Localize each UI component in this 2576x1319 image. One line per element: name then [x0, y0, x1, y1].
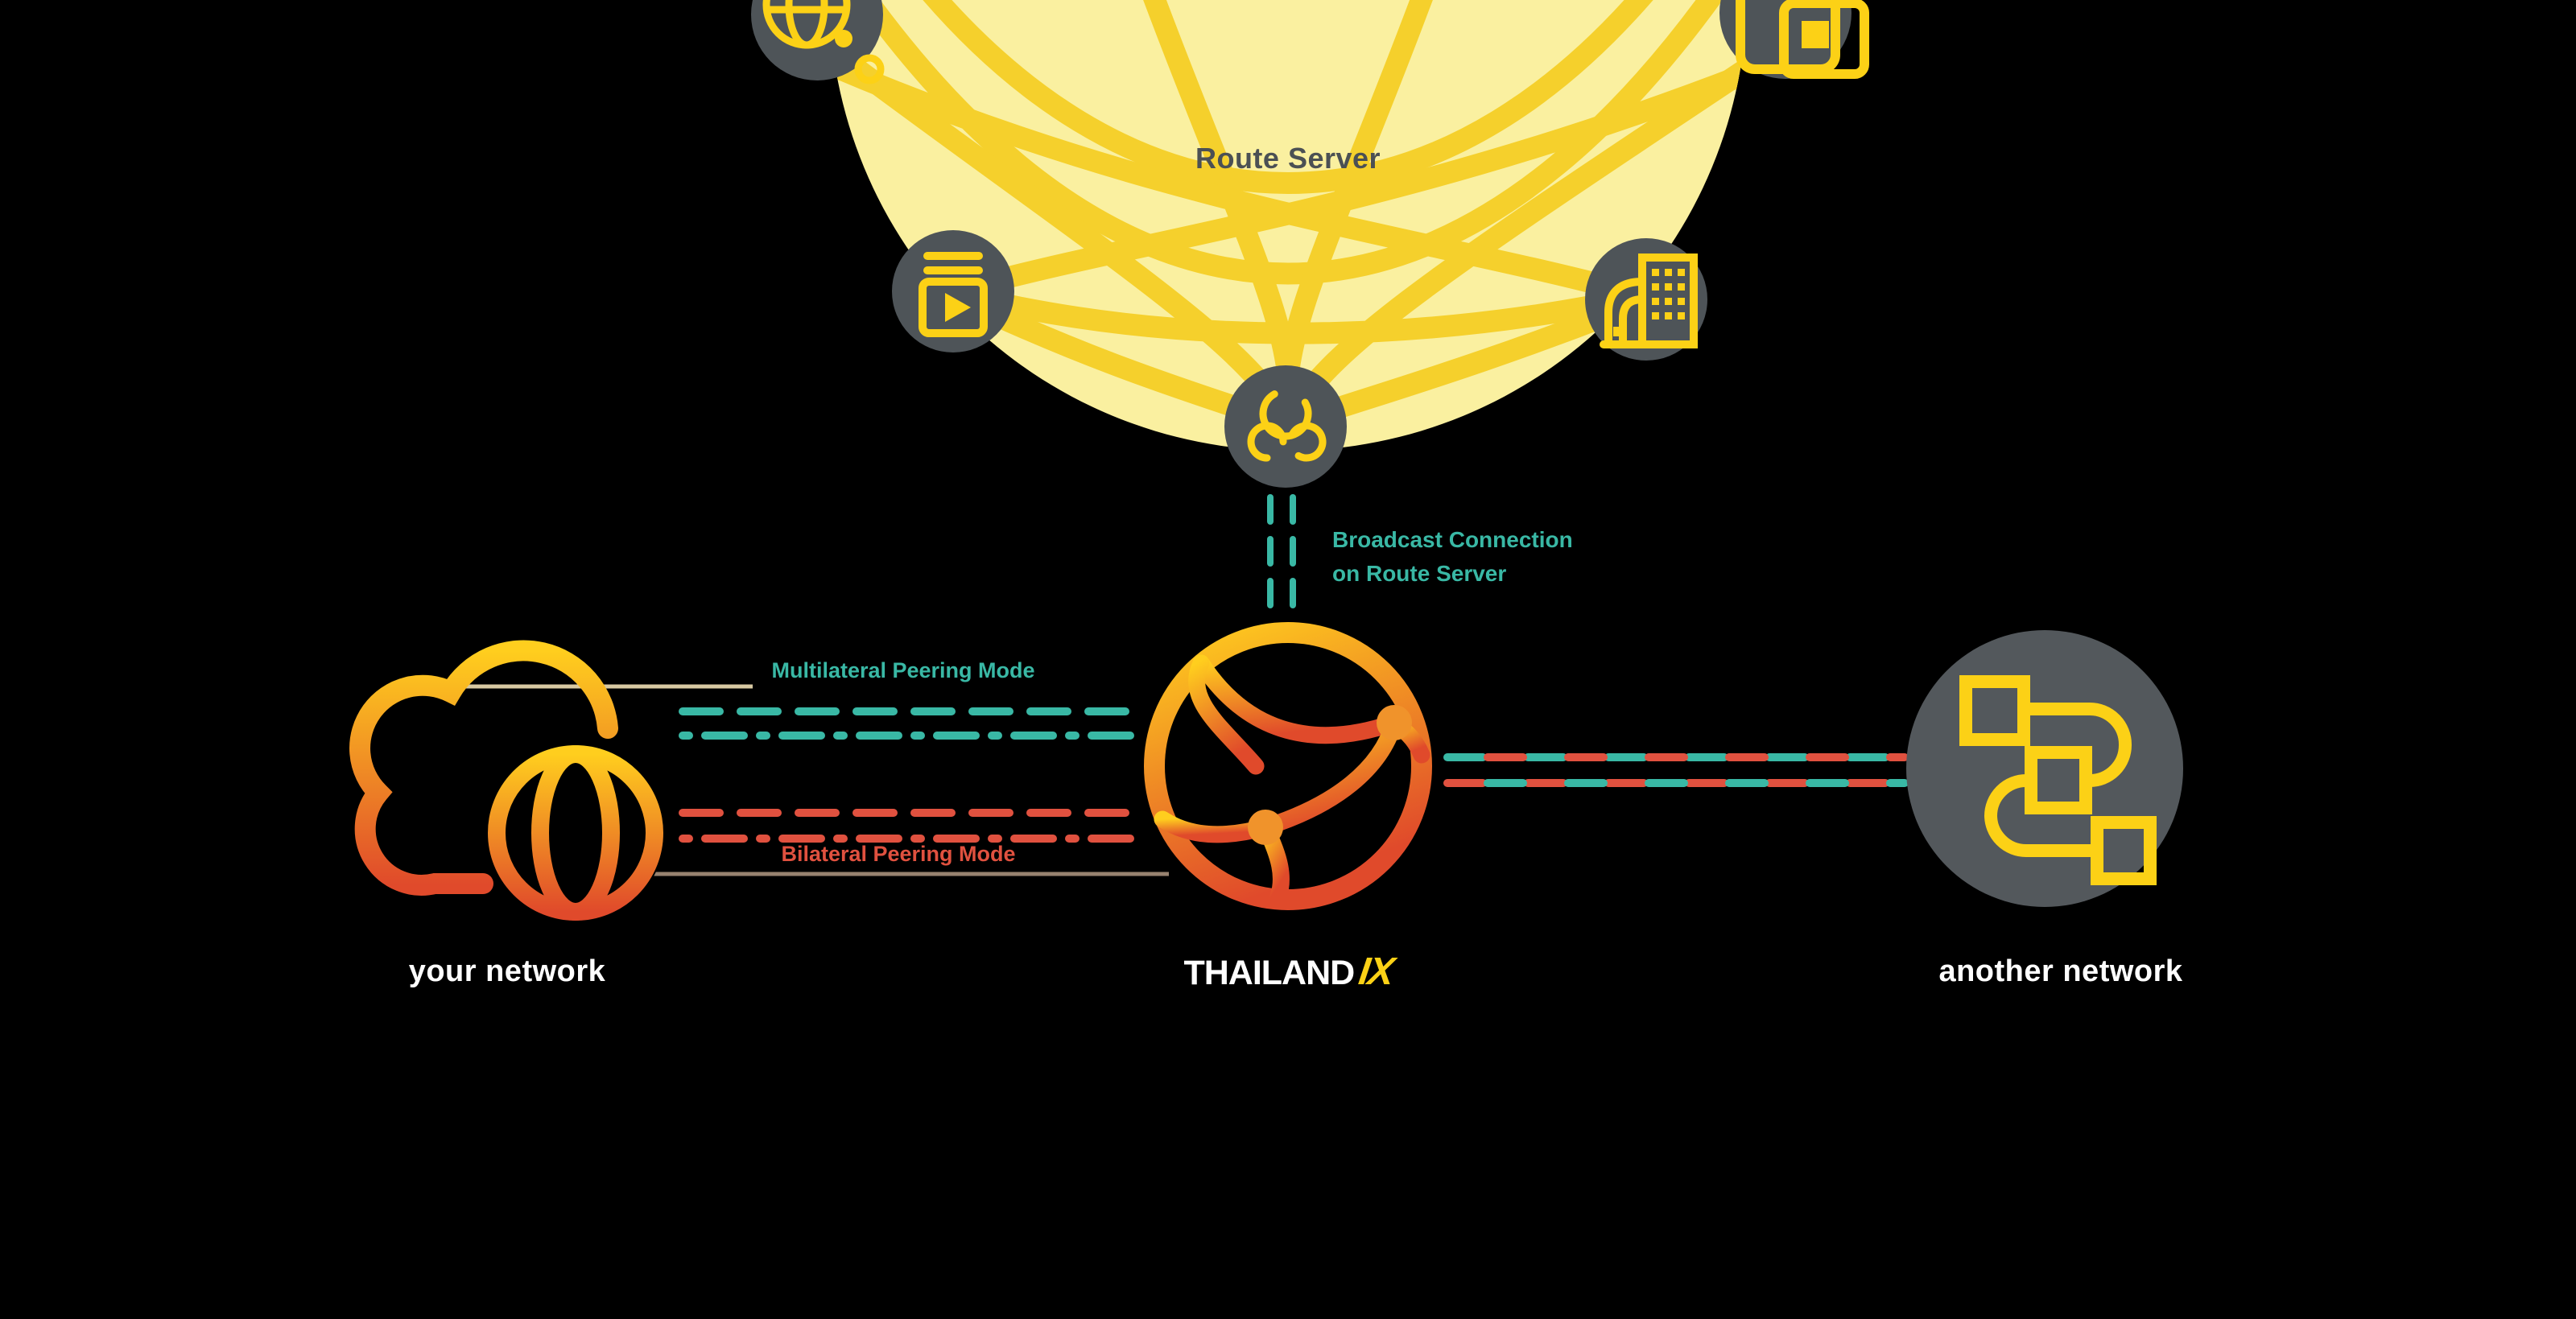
multilateral-peering-label: Multilateral Peering Mode	[771, 658, 1035, 682]
network-globe-icon	[1144, 622, 1432, 910]
broadcast-line2: on Route Server	[1332, 561, 1507, 586]
broadcast-line1: Broadcast Connection	[1332, 527, 1573, 552]
building-icon	[1585, 238, 1707, 361]
cloud-globe-icon	[349, 640, 665, 922]
workflow-icon	[1906, 630, 2183, 907]
bilateral-peering-label: Bilateral Peering Mode	[781, 842, 1016, 866]
building-windows	[1613, 269, 1685, 336]
multilateral-lines	[679, 707, 1150, 740]
media-play-icon	[892, 230, 1014, 352]
center-node-brand: THAILAND IX	[1183, 950, 1396, 994]
mixed-peering-lines	[1443, 753, 1909, 787]
broadcast-connection-label: Broadcast Connection on Route Server	[1332, 523, 1573, 591]
brand-ix: IX	[1356, 950, 1396, 993]
globe-search-icon	[751, 0, 885, 84]
broadcast-connector-lines	[1267, 494, 1296, 618]
brand-thailand: THAILAND	[1183, 954, 1355, 992]
right-node-label: another network	[1938, 954, 2183, 988]
cloud-sync-icon	[1224, 365, 1347, 488]
bilateral-lines	[679, 809, 1150, 843]
left-node-label: your network	[408, 954, 606, 988]
route-server-label: Route Server	[1195, 142, 1381, 175]
copy-frames-icon	[1719, 0, 1869, 79]
